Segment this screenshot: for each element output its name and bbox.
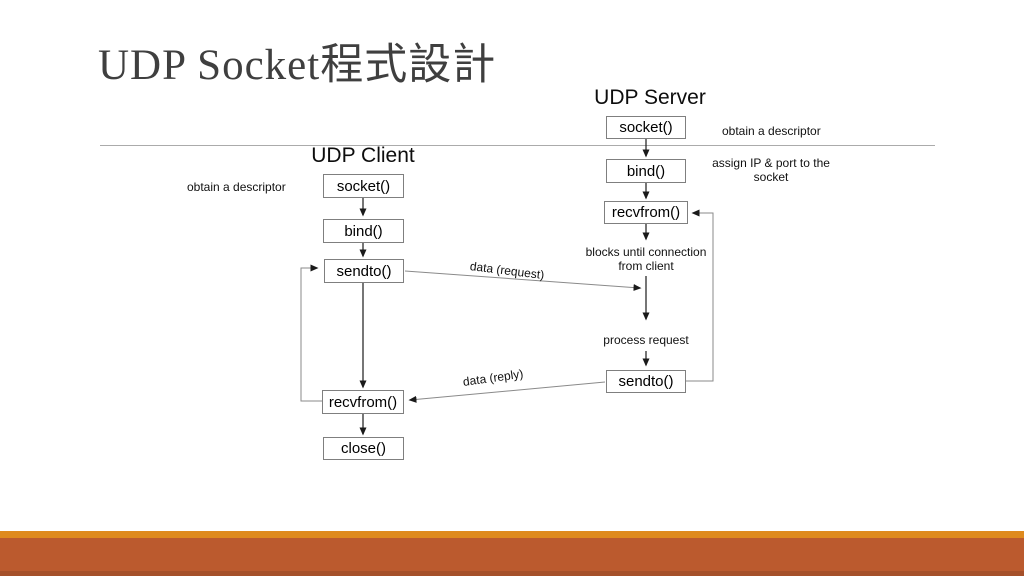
server-socket-node: socket() [606,116,686,139]
server-process-request-note: process request [603,333,689,347]
slide-title: UDP Socket程式設計 [98,42,497,89]
client-bind-node: bind() [323,219,404,243]
client-obtain-descriptor-note: obtain a descriptor [187,180,286,194]
data-request-label: data (request) [469,259,546,283]
client-sendto-node: sendto() [324,259,404,283]
client-recvfrom-node: recvfrom() [322,390,404,414]
server-sendto-node: sendto() [606,370,686,393]
server-bind-node: bind() [606,159,686,183]
bottom-gold-bar [0,531,1024,538]
client-socket-node: socket() [323,174,404,198]
server-title: UDP Server [594,86,706,109]
bottom-rust-bar [0,538,1024,576]
arrow-data-reply [408,381,606,403]
server-obtain-descriptor-note: obtain a descriptor [722,124,821,138]
client-title: UDP Client [311,144,415,167]
server-blocks-note: blocks until connection from client [585,245,707,273]
client-close-node: close() [323,437,404,460]
server-recvfrom-node: recvfrom() [604,201,688,224]
loop-server-sendto-to-recvfrom [686,209,714,382]
server-assign-ip-note: assign IP & port to the socket [712,156,830,184]
data-reply-label: data (reply) [462,366,525,389]
loop-client-recvfrom-to-sendto [300,264,322,402]
title-divider-line [100,145,935,146]
bottom-rust-dark-strip [0,571,1024,576]
